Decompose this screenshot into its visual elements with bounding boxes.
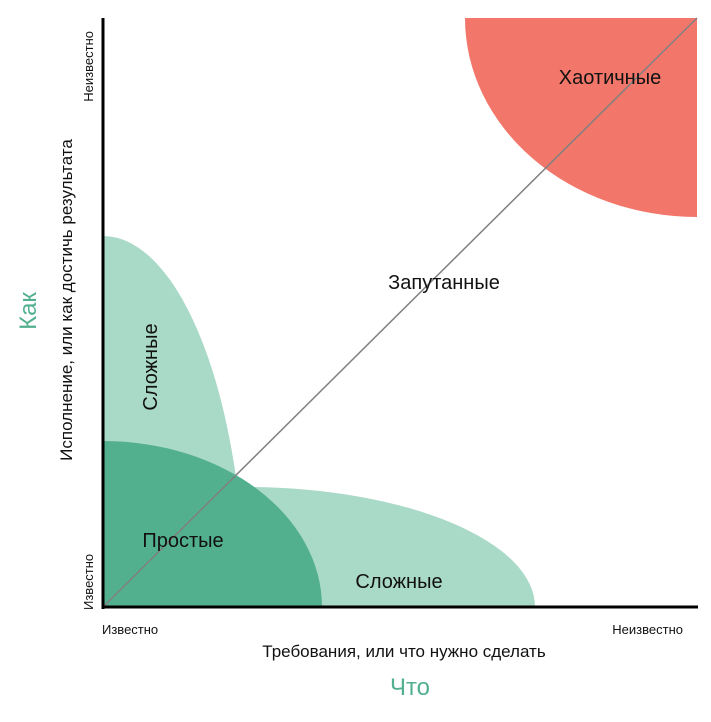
- region-simple: [103, 441, 322, 607]
- x-axis-title: Требования, или что нужно сделать: [262, 642, 546, 661]
- region-chaotic: [465, 18, 697, 217]
- label-simple: Простые: [142, 530, 223, 552]
- label-complicated-vertical: Сложные: [140, 323, 162, 410]
- label-complicated-horizontal: Сложные: [355, 571, 442, 593]
- y-axis-title: Исполнение, или как достичь результата: [57, 139, 76, 461]
- label-chaotic: Хаотичные: [559, 67, 661, 89]
- y-axis-end-label: Неизвестно: [81, 31, 96, 102]
- y-axis-category: Как: [15, 292, 42, 330]
- label-complex: Запутанные: [388, 272, 500, 294]
- x-axis-start-label: Известно: [102, 622, 158, 637]
- y-axis-start-label: Известно: [81, 554, 96, 610]
- x-axis-end-label: Неизвестно: [612, 622, 683, 637]
- diagonal-line: [102, 17, 698, 608]
- x-axis-category: Что: [390, 674, 430, 701]
